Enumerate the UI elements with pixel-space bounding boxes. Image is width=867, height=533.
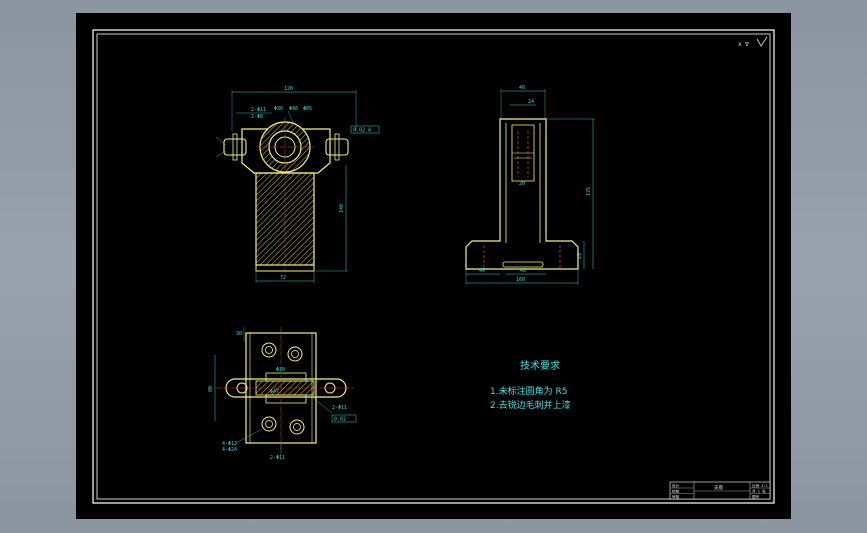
tb-row-2: 校核 — [672, 489, 680, 494]
dim-top-hole-c-bottom: 2-Φ11 — [270, 455, 285, 461]
dim-side-slot: 20 — [519, 181, 525, 187]
dim-top-hole-b: 4-Φ24 — [222, 447, 237, 453]
dim-top-hole-a: 4-Φ12 — [222, 441, 237, 447]
tb-right-1: 比例 1:1 — [752, 483, 768, 488]
dim-top-tol: 0.02 — [334, 417, 346, 423]
dim-height: 140 — [339, 204, 345, 213]
tech-requirements: 技术要求 1.未标注圆角为 R5 2.去锐边毛刺并上漆 — [490, 359, 571, 411]
tb-row-3: 审核 — [672, 494, 680, 499]
roughness-check-icon — [756, 36, 768, 47]
title-block[interactable]: 设计 校核 审核 支座 比例 1:1 共 1 张 图号 — [669, 481, 771, 500]
dim-side-base-h: 25 — [577, 253, 583, 259]
dim-hole-a: 2-Φ11 — [251, 107, 266, 113]
outer-border — [92, 29, 775, 504]
side-view[interactable]: 40 24 20 — [465, 85, 595, 285]
dim-top-left: 30 — [236, 331, 242, 337]
dim-side-height: 176 — [586, 187, 592, 196]
roughness-mark: x ∇ — [738, 41, 749, 48]
dim-bore-small: Φ30 — [274, 106, 283, 112]
tb-part-name: 支座 — [714, 484, 723, 491]
tb-right-3: 图号 — [752, 494, 760, 499]
dim-top-height: 80 — [208, 386, 214, 392]
dim-overall-width: 120 — [284, 86, 293, 92]
tb-row-1: 设计 — [672, 483, 680, 488]
tech-title: 技术要求 — [520, 359, 560, 372]
inner-border — [96, 33, 771, 500]
tech-item-2: 2.去锐边毛刺并上漆 — [490, 399, 571, 411]
dim-bore-mid: Φ48 — [289, 106, 298, 112]
front-view[interactable]: 120 2-Φ11 2-Φ8 Φ30 Φ48 Φ65 — [215, 86, 380, 283]
dim-top-bore: Φ30 — [276, 367, 285, 373]
dim-side-total: 160 — [516, 277, 525, 283]
dim-base-width: 72 — [280, 275, 286, 281]
dim-side-mid: 40 — [520, 268, 526, 274]
dim-top-hole-c: 2-Φ11 — [332, 405, 347, 411]
dim-side-top: 40 — [519, 85, 525, 91]
tb-right-2: 共 1 张 — [752, 489, 766, 494]
dim-front-tol: 0.02 A — [353, 128, 371, 134]
dim-bore-large: Φ65 — [303, 106, 312, 112]
top-view[interactable]: 30 80 Φ30 Φ47 2-Φ11 0.02 4-Φ12 4-Φ24 2-Φ… — [208, 327, 357, 461]
dim-side-foot: 40 — [479, 268, 485, 274]
dim-hole-b: 2-Φ8 — [251, 114, 263, 120]
dim-top-slot: Φ47 — [270, 389, 279, 395]
dim-side-inner: 24 — [528, 99, 534, 105]
drawing-sheet[interactable]: x ∇ 120 2-Φ11 2-Φ8 Φ30 Φ48 Φ65 — [76, 13, 791, 519]
tech-item-1: 1.未标注圆角为 R5 — [490, 385, 567, 397]
